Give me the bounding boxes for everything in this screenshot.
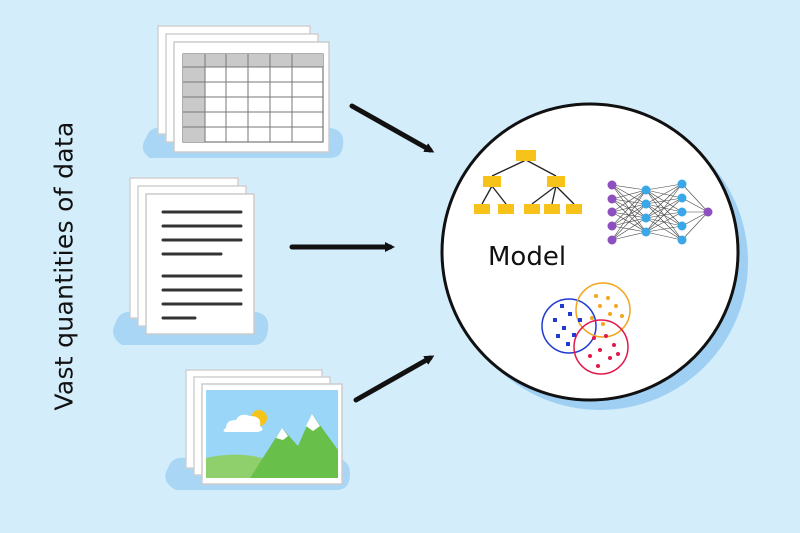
arrow-bottom: [353, 355, 435, 403]
arrow-top: [349, 103, 435, 153]
neural-network-icon: [607, 179, 713, 245]
image-icon: [165, 369, 350, 490]
decision-tree-icon: [474, 150, 582, 214]
model-circle: [440, 102, 748, 410]
document-icon: [113, 177, 269, 345]
vast-data-label: Vast quantities of data: [49, 121, 79, 411]
model-label: Model: [488, 242, 567, 272]
spreadsheet-icon: [142, 25, 344, 158]
clusters-icon: [541, 282, 631, 375]
